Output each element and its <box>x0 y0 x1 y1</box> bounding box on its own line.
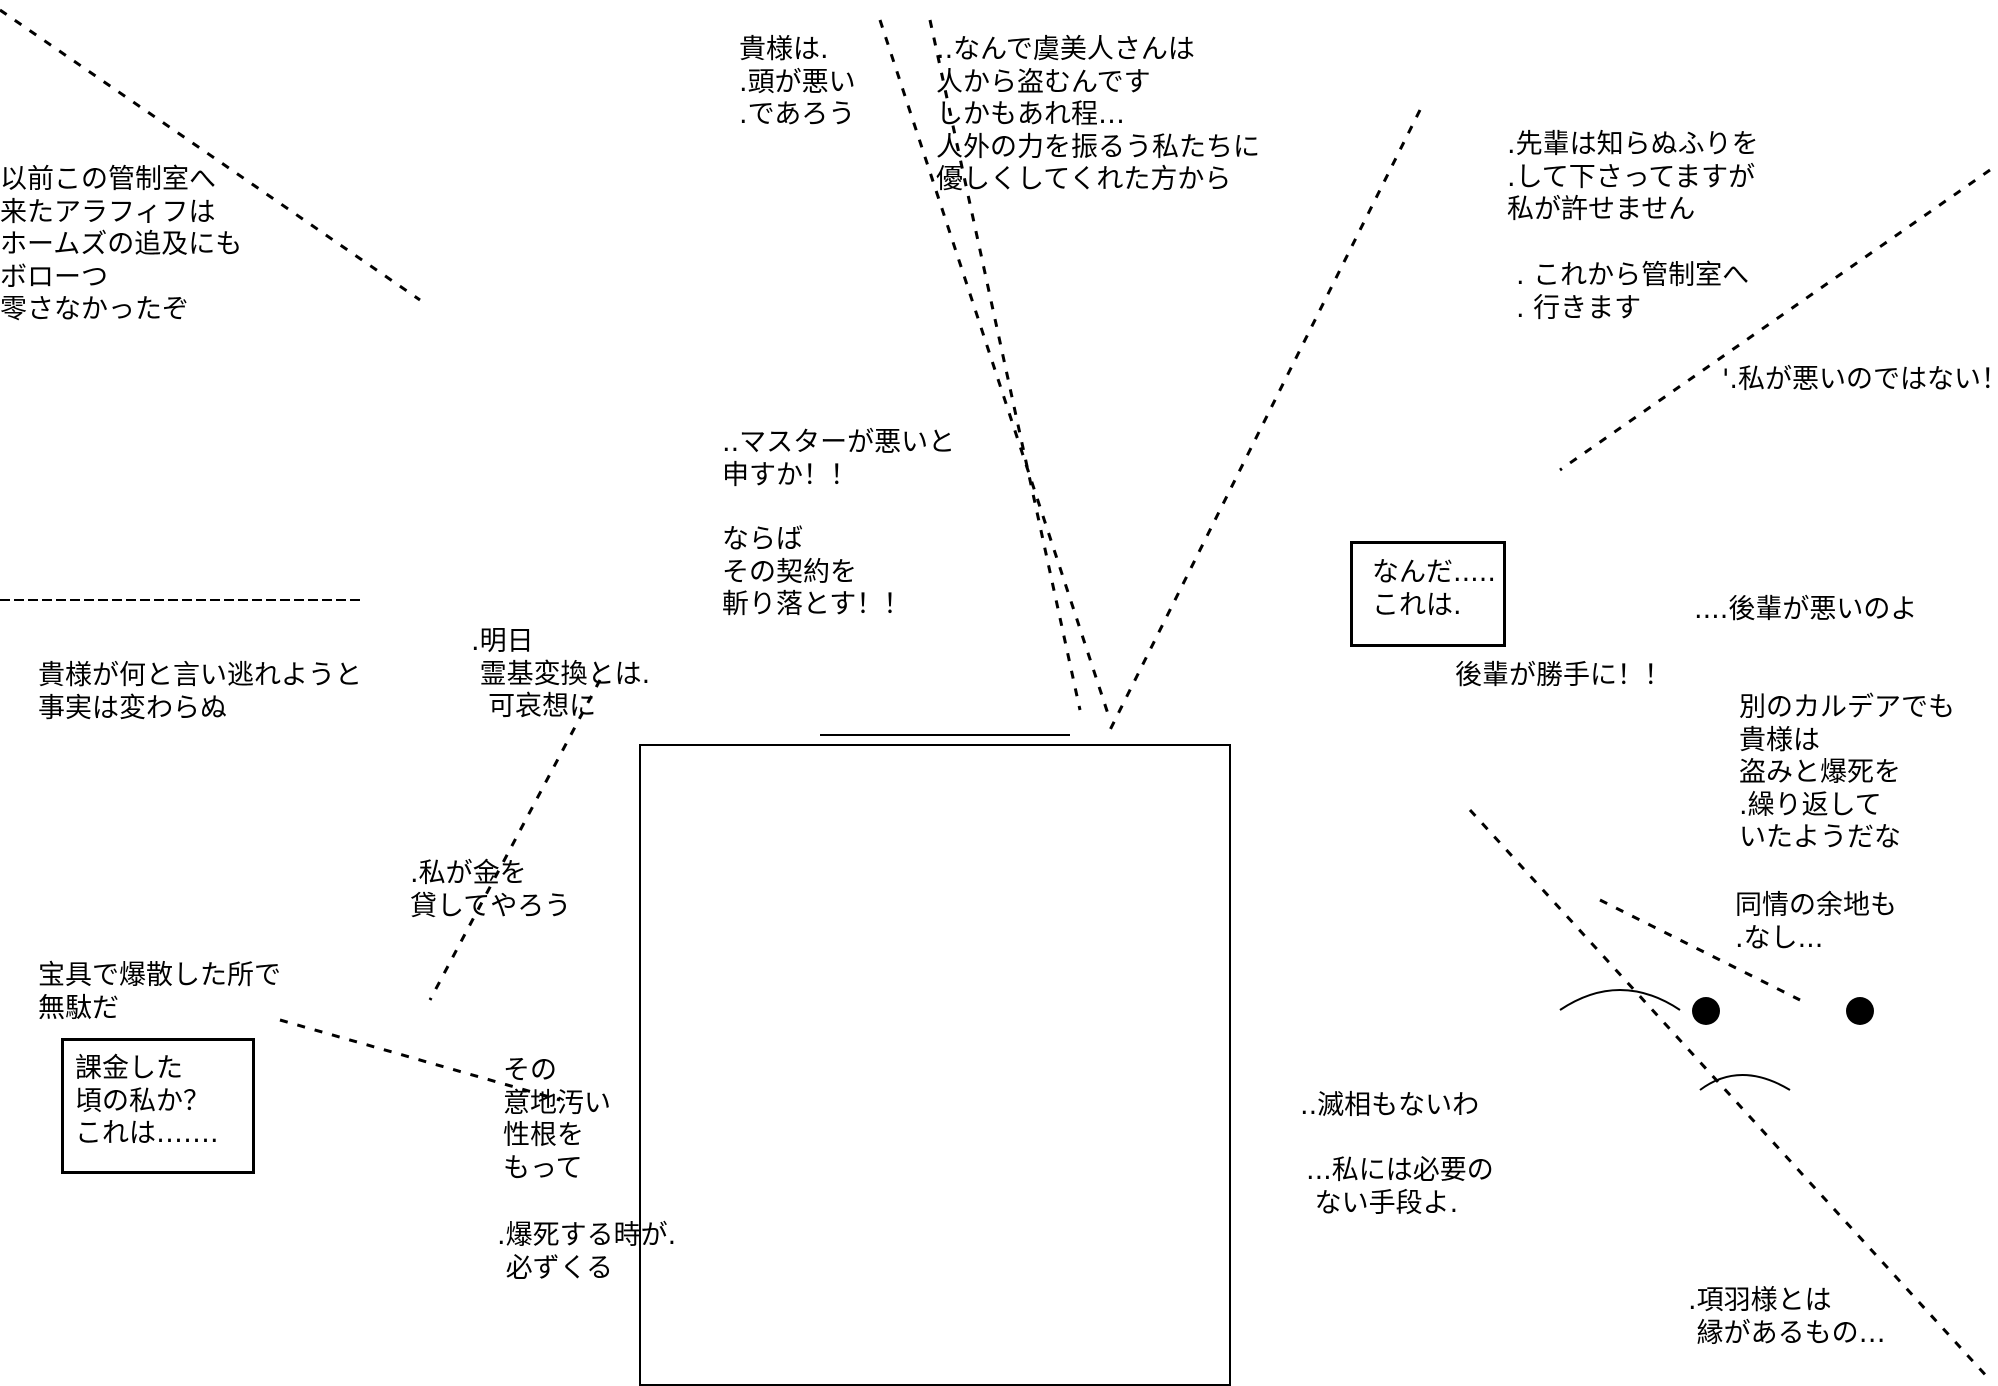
dialogue-line: . 行きます <box>1516 292 1642 324</box>
ascii-brow <box>1559 989 1681 1011</box>
dialogue-line: 別のカルデアでも <box>1739 692 1955 723</box>
dialogue-line: その契約を <box>722 556 857 588</box>
dialogue-greedy: その意地汚い性根をもって <box>503 1055 611 1185</box>
ascii-stroke <box>0 8 421 302</box>
dialogue-holmes: 以前この管制室へ来たアラフィフはホームズの追及にもボローつ零さなかったぞ <box>0 164 242 327</box>
dialogue-line: 貴様は. <box>739 34 829 65</box>
dialogue-line: ならば <box>722 524 803 555</box>
dialogue-line: 性根を <box>503 1120 584 1151</box>
dialogue-line: .繰り返して <box>1739 789 1882 821</box>
dialogue-kou-u: .項羽様とは 縁があるもの… <box>1688 1285 1886 1350</box>
ascii-stroke <box>1108 109 1422 731</box>
dialogue-line: 以前この管制室へ <box>0 164 216 195</box>
ascii-figure-body <box>639 744 1231 1386</box>
dialogue-line: .して下さってますが <box>1507 161 1756 193</box>
dialogue-line: .であろう <box>739 99 856 130</box>
dialogue-kouhai-selfish: 後輩が勝手に！！ <box>1455 660 1671 693</box>
dialogue-line: これは……. <box>75 1118 219 1149</box>
dialogue-useless: 宝具で爆散した所で無駄だ <box>38 960 281 1025</box>
dialogue-line: ...私には必要の <box>1306 1155 1494 1186</box>
dialogue-line: 意地汚い <box>503 1087 611 1119</box>
dialogue-line: ..滅相もないわ <box>1300 1090 1480 1121</box>
dialogue-facts: 貴様が何と言い逃れようと事実は変わらぬ <box>38 660 362 725</box>
dialogue-line: 宝具で爆散した所で <box>38 960 281 991</box>
dialogue-line: 申すか！！ <box>722 459 857 491</box>
ascii-mouth <box>1699 1074 1791 1091</box>
dialogue-line: ボローつ <box>0 261 108 293</box>
dialogue-line: 頃の私か？ <box>75 1085 210 1117</box>
eye-left-icon <box>1692 997 1720 1025</box>
dialogue-cut-contract: ならばその契約を斬り落とす！！ <box>722 524 910 622</box>
dialogue-line: ..なんで虞美人さんは <box>936 34 1195 65</box>
dialogue-line: .爆死する時が. <box>497 1220 677 1251</box>
dialogue-line: .項羽様とは <box>1688 1285 1832 1316</box>
dialogue-line: 縁があるもの… <box>1688 1317 1886 1349</box>
dialogue-line: 可哀想に <box>471 691 597 722</box>
dialogue-line: ..マスターが悪いと <box>722 427 956 458</box>
dialogue-line: 人外の力を振るう私たちに <box>936 131 1260 163</box>
speech-box-frame <box>61 1038 255 1174</box>
dialogue-line: ....後輩が悪いのよ <box>1694 594 1918 625</box>
eye-right-icon <box>1846 997 1874 1025</box>
dialogue-line: もって <box>503 1152 583 1184</box>
dialogue-line: 無駄だ <box>38 992 119 1024</box>
ascii-stroke <box>279 1018 561 1102</box>
dialogue-line: 霊基変換とは. <box>471 658 651 690</box>
dialogue-boxed-paying: 課金した頃の私か？これは……. <box>75 1053 219 1151</box>
dialogue-line: . これから管制室へ <box>1516 260 1750 291</box>
ascii-stroke <box>1468 808 1992 1382</box>
dialogue-line: .先輩は知らぬふりを <box>1507 129 1759 160</box>
dialogue-lend-money: .私が金を貸してやろう <box>410 858 571 923</box>
dialogue-line: 貴様が何と言い逃れようと <box>38 660 362 691</box>
dialogue-line: ない手段よ. <box>1306 1187 1459 1219</box>
dialogue-spirit-conversion: .明日 霊基変換とは. 可哀想に <box>471 626 650 724</box>
dialogue-what-is-this: なんだ.....これは. <box>1372 557 1496 622</box>
dialogue-bakushi: .爆死する時が. 必ずくる <box>497 1220 676 1285</box>
dialogue-line: 貸してやろう <box>410 890 572 922</box>
dialogue-line: .頭が悪い <box>739 66 856 98</box>
dialogue-line: .なし... <box>1735 922 1824 954</box>
dialogue-going: . これから管制室へ. 行きます <box>1516 260 1749 325</box>
dialogue-line: 私が許せません <box>1507 194 1696 225</box>
dialogue-why-steal: ..なんで虞美人さんは人から盗むんですしかもあれ程…人外の力を振るう私たちに優し… <box>936 34 1260 197</box>
dialogue-line: 貴様は <box>1739 724 1820 756</box>
dialogue-line: これは. <box>1372 589 1462 621</box>
dialogue-master-bad: ..マスターが悪いと申すか！！ <box>722 427 955 492</box>
dialogue-line: 事実は変わらぬ <box>38 692 227 724</box>
speech-box-frame <box>1350 541 1506 647</box>
dialogue-line: ホームズの追及にも <box>0 229 243 260</box>
dialogue-not-my-fault: '.私が悪いのではない！ <box>1722 364 1998 397</box>
dialogue-line: 必ずくる <box>497 1252 614 1284</box>
dialogue-line: .明日 <box>471 626 534 657</box>
dialogue-line: しかもあれ程… <box>936 99 1125 130</box>
dialogue-senpai: .先輩は知らぬふりを.して下さってますが私が許せません <box>1507 129 1759 227</box>
ascii-stroke <box>1559 168 1991 472</box>
dialogue-no-sympathy: 同情の余地も.なし... <box>1735 890 1897 955</box>
dialogue-line: 課金した <box>75 1053 183 1084</box>
dialogue-line: なんだ..... <box>1372 557 1496 588</box>
ascii-stroke <box>878 19 1112 721</box>
dialogue-line: 斬り落とす！！ <box>722 589 911 620</box>
dialogue-head-bad: 貴様は..頭が悪い.であろう <box>739 34 856 132</box>
dialogue-line: 零さなかったぞ <box>0 294 189 325</box>
dialogue-line: 優しくしてくれた方から <box>936 164 1232 195</box>
dialogue-other-chaldea: 別のカルデアでも貴様は盗みと爆死を.繰り返していたようだな <box>1739 692 1955 855</box>
dialogue-line: 盗みと爆死を <box>1739 757 1901 788</box>
ascii-stroke <box>1599 898 1801 1002</box>
dialogue-line: 同情の余地も <box>1735 890 1897 921</box>
dialogue-line: .私が金を <box>410 858 527 889</box>
dialogue-line: 後輩が勝手に！！ <box>1455 660 1671 691</box>
dialogue-line: 来たアラフィフは <box>0 196 216 228</box>
dialogue-line: その <box>503 1055 557 1086</box>
dialogue-line: '.私が悪いのではない！ <box>1722 364 1998 395</box>
dialogue-line: いたようだな <box>1739 822 1901 853</box>
dialogue-unnecessary: ...私には必要の ない手段よ. <box>1306 1155 1494 1220</box>
dialogue-absurd: ..滅相もないわ <box>1300 1090 1479 1123</box>
dialogue-kouhai-bad: ....後輩が悪いのよ <box>1694 594 1917 627</box>
ascii-stroke <box>428 679 602 1001</box>
dialogue-line: 人から盗むんです <box>936 66 1151 98</box>
